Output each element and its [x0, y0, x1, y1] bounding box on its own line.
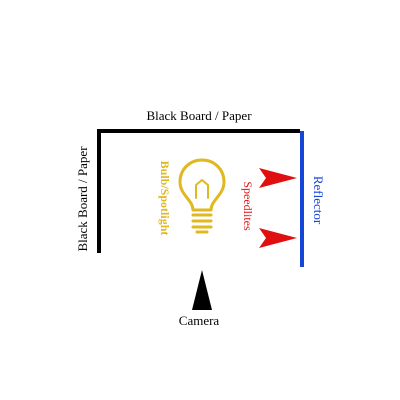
reflector-label: Reflector — [311, 176, 326, 225]
speedlite-arrow-icon — [259, 168, 297, 188]
lightbulb-icon — [178, 158, 226, 234]
camera-label: Camera — [179, 313, 220, 328]
bulb-label: Bulb/Spotlight — [158, 161, 172, 236]
speedlite-arrow-icon — [259, 228, 297, 248]
left-board-label: Black Board / Paper — [75, 146, 90, 252]
speedlites-label: Speedlites — [241, 181, 255, 231]
top-board-label: Black Board / Paper — [146, 108, 252, 123]
camera-triangle-icon — [192, 270, 212, 310]
